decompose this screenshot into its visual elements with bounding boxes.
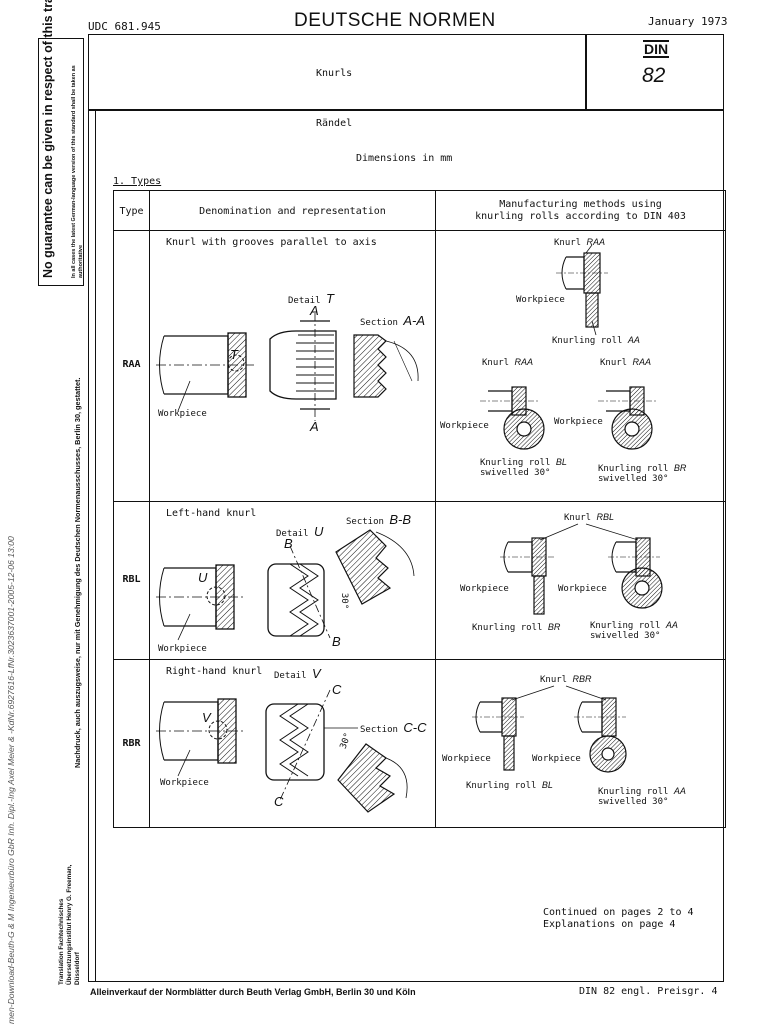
table-header-row: Type Denomination and representation Man…	[113, 190, 726, 231]
knurl-rbr-drawing	[156, 689, 408, 813]
row-title: Right-hand knurl	[166, 666, 263, 677]
left-margin-rule	[95, 110, 97, 982]
header-type: Type	[113, 190, 150, 231]
guarantee-box	[38, 38, 84, 286]
representation-cell: Left-hand knurl Detail U Section B-B B B…	[149, 501, 436, 660]
types-table: Type Denomination and representation Man…	[113, 190, 726, 828]
section-letter-top: A	[310, 303, 319, 318]
translation-note: Translation Fachtechnisches Übersetzungs…	[58, 864, 81, 985]
title-frame-divider	[585, 34, 587, 110]
workpiece-label-left: Workpiece	[440, 421, 489, 431]
reprint-notice: Nachdruck, auch auszugsweise, nur mit Ge…	[73, 377, 82, 769]
detail-label: Detail T	[288, 291, 334, 306]
knurl-label-left: Knurl RAA	[482, 357, 534, 368]
knurl-raa-drawing	[156, 313, 419, 421]
publication-title: DEUTSCHE NORMEN	[294, 10, 496, 31]
workpiece-label-right: Workpiece	[554, 417, 603, 427]
detail-label: Detail U	[276, 524, 324, 539]
roll-label: Knurling roll AA	[552, 335, 640, 346]
sales-notice: Alleinverkauf der Normblätter durch Beut…	[90, 987, 416, 997]
document-subject: Knurls	[316, 68, 353, 79]
workpiece-label-left: Workpiece	[442, 754, 491, 764]
knurl-label-right: Knurl RAA	[600, 357, 652, 368]
section-label: Section B-B	[346, 512, 412, 527]
methods-rbr-drawing	[472, 685, 627, 773]
methods-cell: Knurl RBL Workpiece Workpiece Knurling r…	[435, 501, 726, 660]
methods-raa-drawing	[480, 244, 658, 450]
type-cell: RBL	[113, 501, 150, 660]
download-watermark: men-Download-Beuth-G & M Ingenieurbüro G…	[6, 536, 16, 1024]
workpiece-label: Workpiece	[158, 644, 207, 654]
workpiece-label-right: Workpiece	[558, 584, 607, 594]
type-cell: RAA	[113, 230, 150, 502]
section-heading: 1. Types	[113, 176, 162, 187]
knurl-rbl-drawing	[156, 529, 415, 641]
explanations-note: Explanations on page 4	[543, 919, 676, 930]
section-letter-top: C	[332, 682, 342, 697]
methods-rbl-drawing	[500, 523, 663, 615]
knurl-label: Knurl RBR	[540, 674, 592, 685]
dimensions-note: Dimensions in mm	[356, 153, 453, 164]
table-row: RBL Left-hand knurl Detail U Section B-B…	[113, 501, 726, 660]
din-label: DIN	[643, 40, 670, 58]
header-methods-line2: knurling rolls according to DIN 403	[475, 211, 686, 222]
detail-marker: V	[202, 710, 211, 725]
methods-cell: Knurl RAA Workpiece Knurling roll AA Knu…	[435, 230, 726, 502]
table-row: RAA Knurl with grooves parallel to axis …	[113, 230, 726, 502]
workpiece-label: Workpiece	[516, 295, 565, 305]
guarantee-small-note: In all cases the latest German-language …	[71, 65, 84, 278]
detail-marker: U	[198, 570, 208, 585]
representation-cell: Right-hand knurl Detail V Section C-C C …	[149, 659, 436, 828]
din-number: 82	[642, 64, 666, 87]
guarantee-notice: No guarantee can be given in respect of …	[41, 0, 55, 278]
row-title: Knurl with grooves parallel to axis	[166, 237, 377, 248]
table-row: RBR Right-hand knurl Detail V Section C-…	[113, 659, 726, 828]
header-methods-line1: Manufacturing methods using	[499, 199, 662, 210]
section-letter-top: B	[284, 536, 293, 551]
section-label: Section A-A	[360, 313, 426, 328]
section-letter-bottom: C	[274, 794, 284, 809]
publication-date: January 1973	[648, 15, 728, 28]
workpiece-label: Workpiece	[160, 778, 209, 788]
section-label: Section C-C	[360, 720, 427, 735]
roll-label-bl: Knurling roll BL	[466, 780, 553, 791]
roll-label-br: Knurling roll BR	[472, 622, 561, 633]
representation-cell: Knurl with grooves parallel to axis Deta…	[149, 230, 436, 502]
knurl-label: Knurl RBL	[564, 512, 615, 523]
title-frame	[88, 34, 724, 110]
detail-label: Detail V	[274, 666, 321, 681]
udc-number: UDC 681.945	[88, 20, 161, 33]
knurl-label: Knurl RAA	[554, 237, 606, 248]
row-title: Left-hand knurl	[166, 508, 257, 519]
continued-note: Continued on pages 2 to 4	[543, 907, 694, 918]
methods-cell: Knurl RBR Workpiece Workpiece Knurling r…	[435, 659, 726, 828]
header-denomination: Denomination and representation	[149, 190, 436, 231]
type-cell: RBR	[113, 659, 150, 828]
document-reference: DIN 82 engl. Preisgr. 4	[579, 986, 718, 997]
workpiece-label-left: Workpiece	[460, 584, 509, 594]
section-letter-bottom: A	[310, 419, 319, 434]
section-letter-bottom: B	[332, 634, 341, 649]
workpiece-label-right: Workpiece	[532, 754, 581, 764]
workpiece-label: Workpiece	[158, 409, 207, 419]
german-title: Rändel	[316, 118, 353, 129]
